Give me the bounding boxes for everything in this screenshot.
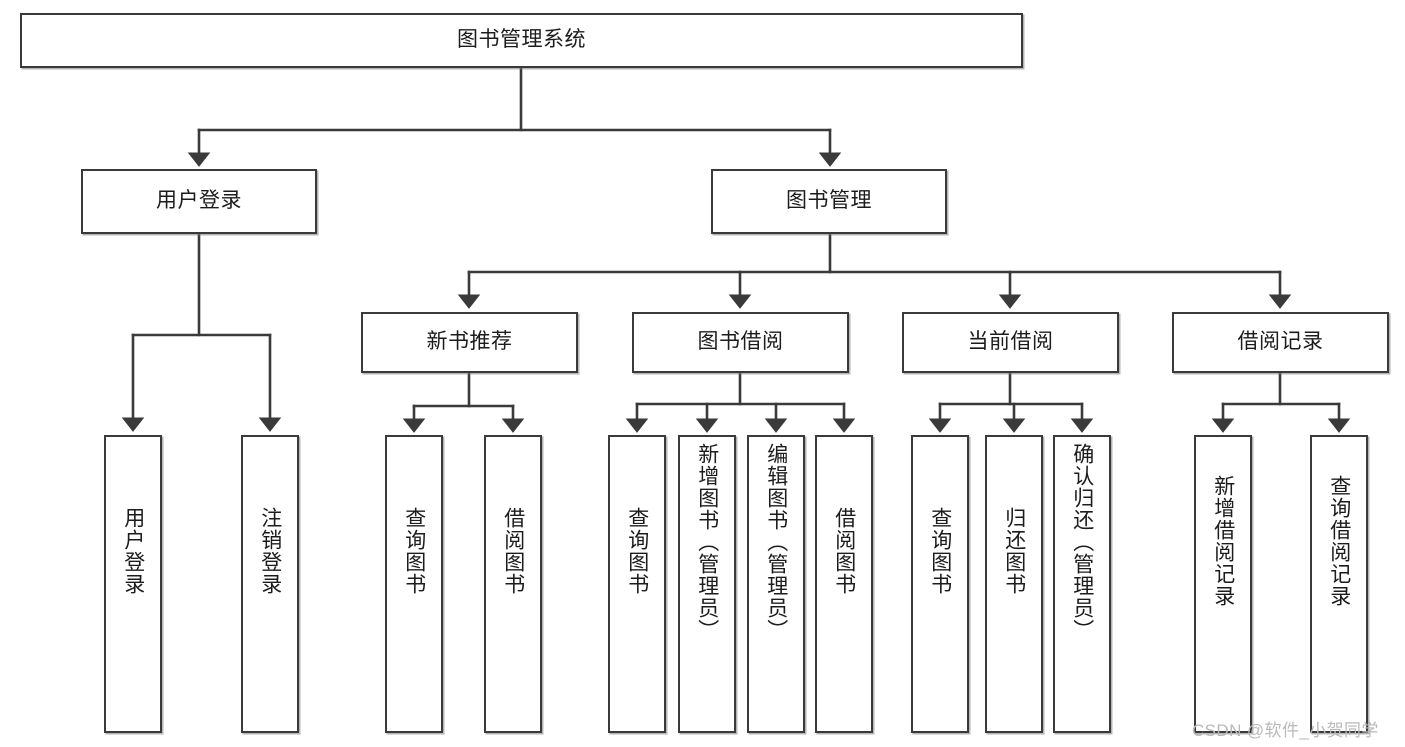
leaf-user-logout-label: 注销登录 — [258, 507, 282, 595]
leaf-query-book-2[interactable]: 查询图书 — [608, 435, 666, 733]
leaf-query-book-1[interactable]: 查询图书 — [385, 435, 443, 733]
leaf-return-book-label: 归还图书 — [1002, 507, 1026, 595]
leaf-query-book-3-label: 查询图书 — [928, 507, 952, 595]
node-borrow-record-label: 借阅记录 — [1237, 330, 1324, 354]
watermark: CSDN @软件_小贺同学 — [1192, 721, 1379, 740]
leaf-borrow-book-1[interactable]: 借阅图书 — [484, 435, 542, 733]
node-root-label: 图书管理系统 — [457, 28, 586, 52]
node-new-book-rec[interactable]: 新书推荐 — [361, 312, 578, 373]
node-user-login[interactable]: 用户登录 — [81, 169, 317, 234]
node-book-borrow[interactable]: 图书借阅 — [632, 312, 849, 373]
leaf-query-book-1-label: 查询图书 — [402, 507, 426, 595]
leaf-borrow-book-2-label: 借阅图书 — [832, 507, 856, 595]
leaf-confirm-return-label: 确认归还（管理员） — [1070, 443, 1094, 641]
leaf-borrow-book-1-label: 借阅图书 — [501, 507, 525, 595]
leaf-add-record-label: 新增借阅记录 — [1211, 475, 1235, 607]
node-root[interactable]: 图书管理系统 — [20, 13, 1023, 68]
leaf-user-logout[interactable]: 注销登录 — [241, 435, 299, 733]
node-book-manage-label: 图书管理 — [786, 189, 872, 213]
leaf-add-book[interactable]: 新增图书（管理员） — [678, 435, 736, 733]
node-book-borrow-label: 图书借阅 — [697, 330, 784, 354]
leaf-confirm-return[interactable]: 确认归还（管理员） — [1053, 435, 1111, 733]
leaf-query-book-3[interactable]: 查询图书 — [911, 435, 969, 733]
leaf-edit-book-label: 编辑图书（管理员） — [764, 443, 788, 641]
leaf-query-book-2-label: 查询图书 — [625, 507, 649, 595]
leaf-user-login[interactable]: 用户登录 — [104, 435, 162, 733]
leaf-add-book-label: 新增图书（管理员） — [695, 443, 719, 641]
leaf-query-record-label: 查询借阅记录 — [1327, 475, 1351, 607]
leaf-user-login-label: 用户登录 — [121, 507, 145, 595]
leaf-add-record[interactable]: 新增借阅记录 — [1194, 435, 1252, 733]
leaf-borrow-book-2[interactable]: 借阅图书 — [815, 435, 873, 733]
node-new-book-rec-label: 新书推荐 — [426, 330, 513, 354]
node-current-borrow[interactable]: 当前借阅 — [902, 312, 1119, 373]
node-user-login-label: 用户登录 — [156, 189, 242, 213]
leaf-return-book[interactable]: 归还图书 — [985, 435, 1043, 733]
leaf-query-record[interactable]: 查询借阅记录 — [1310, 435, 1368, 733]
leaf-edit-book[interactable]: 编辑图书（管理员） — [747, 435, 805, 733]
node-book-manage[interactable]: 图书管理 — [711, 169, 947, 234]
node-borrow-record[interactable]: 借阅记录 — [1172, 312, 1389, 373]
node-current-borrow-label: 当前借阅 — [967, 330, 1054, 354]
